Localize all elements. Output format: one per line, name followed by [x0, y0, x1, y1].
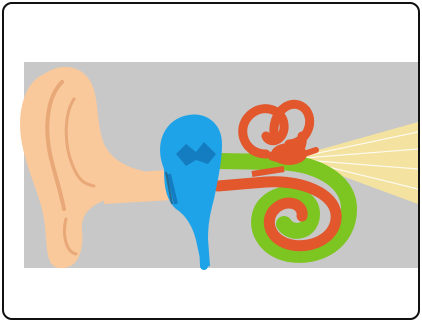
ear-canal: [104, 170, 174, 204]
diagram-frame: [2, 2, 420, 320]
ear-anatomy-diagram: [4, 4, 418, 318]
eustachian-tube: [202, 219, 204, 266]
